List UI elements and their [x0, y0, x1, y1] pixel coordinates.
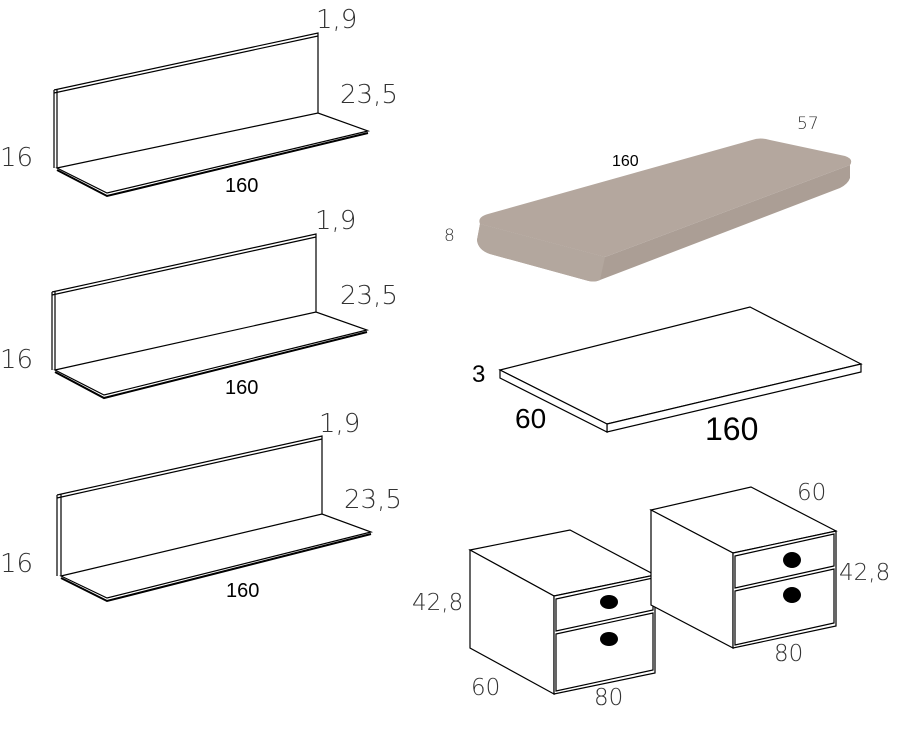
shelf-1: [53, 32, 371, 198]
shelf-3-back-top-edge: [56, 438, 323, 499]
chest-1: [468, 529, 657, 696]
shelf-1-base-thickness: [56, 132, 369, 198]
shelf-2-depth-label: 23,5: [340, 281, 398, 311]
top-board-depth-label: 60: [515, 403, 546, 434]
chest-1-knob-bottom-icon: [600, 632, 618, 646]
cushion-height-label: 8: [444, 226, 455, 246]
shelf-2-base-plate: [53, 311, 370, 396]
chest-1-width-label: 80: [594, 685, 623, 711]
shelf-1-depth-label: 23,5: [340, 80, 398, 110]
cushion-depth-label: 57: [797, 114, 819, 134]
shelf-3-back-panel: [56, 435, 323, 576]
shelf-1-back-panel: [53, 32, 319, 168]
cushion-top-face: [479, 138, 852, 257]
shelf-1-width-label: 160: [225, 175, 258, 197]
shelf-1-base-plate: [55, 112, 371, 194]
top-board-thickness-label: 3: [472, 361, 485, 388]
shelf-3-thickness-label: 1,9: [319, 409, 360, 439]
cushion-side-face: [477, 224, 605, 282]
shelf-3: [56, 435, 374, 603]
cushion-width-label: 160: [612, 153, 639, 170]
chest-1-drawer-bottom: [555, 612, 654, 692]
chest-1-knob-top-icon: [600, 595, 618, 609]
shelf-3-depth-label: 23,5: [344, 485, 402, 515]
shelf-3-base-plate: [59, 513, 374, 599]
top-board-side-edge: [499, 369, 608, 433]
shelf-2-back-top-edge: [51, 236, 317, 296]
shelf-3-height-label: 16: [0, 549, 33, 579]
shelf-2-width-label: 160: [225, 377, 258, 399]
top-board-width-label: 160: [705, 411, 758, 447]
shelf-2-thickness-label: 1,9: [315, 206, 356, 236]
shelf-1-thickness-label: 1,9: [316, 5, 357, 35]
chest-2-knob-bottom-icon: [783, 587, 801, 603]
chest-2-width-label: 80: [774, 641, 803, 667]
shelf-2-base-thickness: [54, 331, 368, 400]
chest-1-height-label: 42,8: [412, 590, 463, 616]
chest-2-height-label: 42,8: [839, 560, 890, 586]
chest-2-drawer-bottom: [734, 568, 835, 646]
shelf-2-height-label: 16: [0, 345, 33, 375]
shelf-3-width-label: 160: [226, 580, 259, 602]
shelf-3-base-thickness: [60, 533, 372, 603]
chest-2-knob-top-icon: [783, 552, 801, 568]
chest-1-depth-label: 60: [471, 675, 500, 701]
shelf-2-back-panel: [51, 233, 317, 370]
shelf-1-back-top-edge: [53, 35, 319, 94]
top-board: [498, 306, 863, 433]
shelf-1-height-label: 16: [0, 143, 33, 173]
chest-2-depth-label: 60: [797, 480, 826, 506]
shelf-2: [51, 233, 370, 400]
cushion: [477, 138, 852, 282]
chest-2: [649, 486, 838, 649]
